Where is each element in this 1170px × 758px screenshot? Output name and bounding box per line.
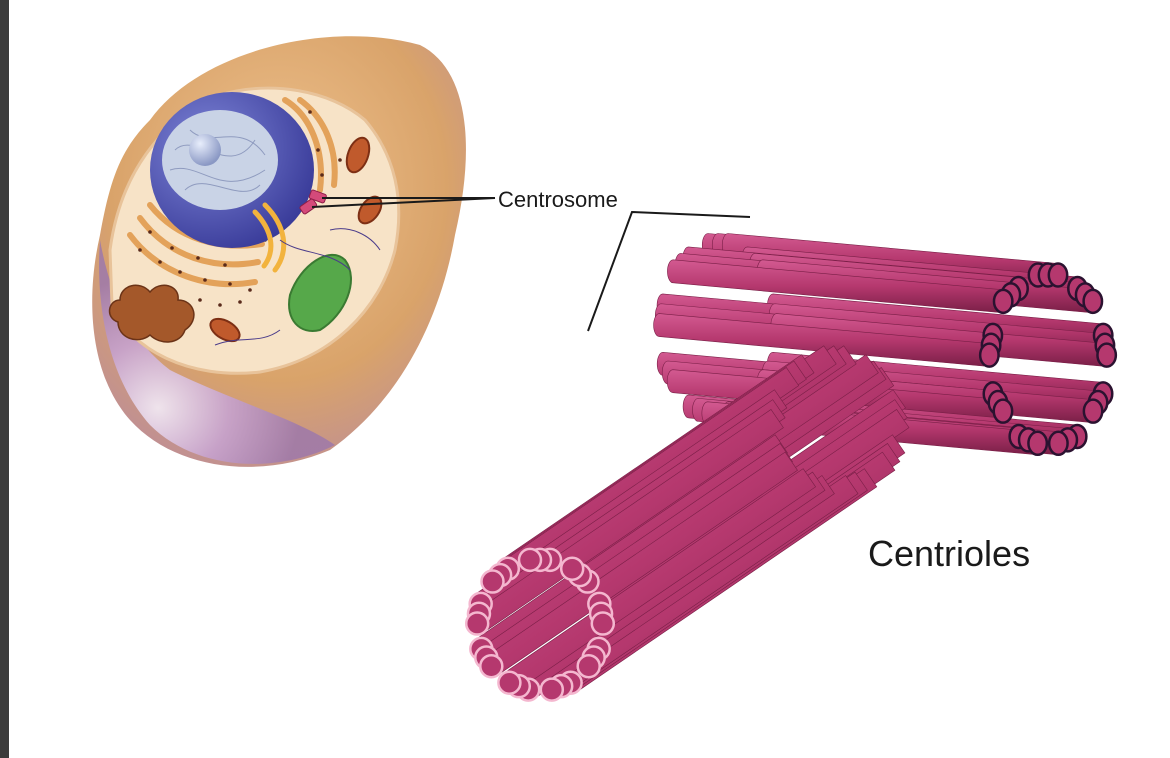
centrioles-label: Centrioles <box>868 533 1030 574</box>
microtubule-end <box>1047 262 1069 288</box>
centrosome-label: Centrosome <box>498 187 618 212</box>
frame-edge <box>0 0 9 758</box>
nucleolus <box>189 134 221 166</box>
animal-cell-illustration <box>92 36 466 467</box>
microtubule-end <box>992 288 1014 315</box>
microtubule-end <box>992 398 1014 424</box>
microtubule-end <box>1027 430 1049 457</box>
microtubule-end <box>497 670 522 696</box>
microtubule-end <box>978 342 1000 368</box>
microtubule <box>667 259 1004 314</box>
microtubule <box>653 313 990 367</box>
microtubule-end <box>517 547 543 573</box>
centriole-diagonal <box>464 345 910 702</box>
microtubule-end <box>1047 430 1069 457</box>
microtubule-end <box>559 556 585 581</box>
centriole-horizontal <box>653 233 1118 457</box>
microtubule-end <box>479 653 504 679</box>
smooth-er <box>108 284 195 343</box>
ribosomes <box>138 110 342 307</box>
cell-centrosome <box>299 189 327 215</box>
nucleoplasm <box>162 110 278 210</box>
zoom-connector <box>587 210 751 332</box>
microtubule-end <box>539 677 565 702</box>
microtubule-end <box>590 611 616 636</box>
centrosome-callout: Centrosome <box>311 187 618 212</box>
centrosome-leader-line-1 <box>311 197 496 208</box>
microtubule-end <box>464 611 490 636</box>
microtubule-end <box>1082 288 1104 315</box>
mitochondria <box>209 136 383 343</box>
microtubule-end <box>1096 342 1118 368</box>
microtubule-end <box>576 653 601 679</box>
cell-lower-shading <box>99 240 335 464</box>
golgi-apparatus <box>252 202 287 273</box>
cytoskeleton <box>214 228 381 346</box>
vacuole <box>288 254 352 332</box>
microtubule-end <box>1082 398 1104 424</box>
microtubule-end <box>480 569 505 594</box>
